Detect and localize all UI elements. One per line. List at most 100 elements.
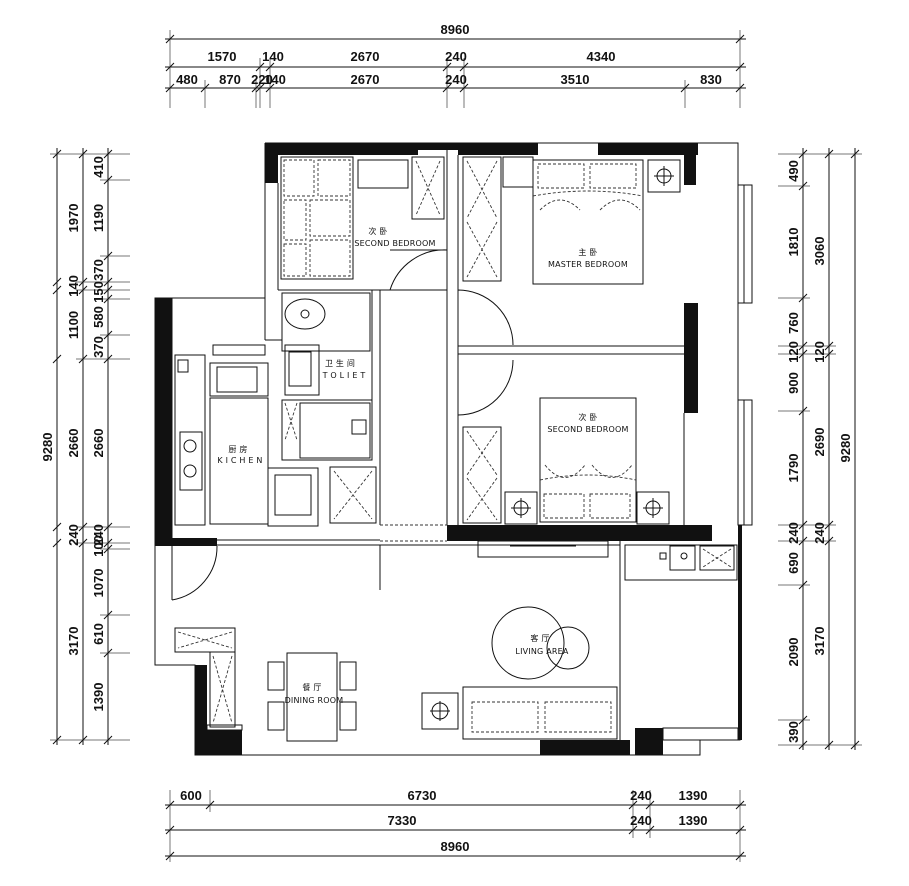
- room-label-dining: 餐 厅 DINING ROOM: [285, 683, 344, 705]
- top-dim: 830: [700, 72, 722, 87]
- bottom-dim: 240: [630, 788, 652, 803]
- right-dim: 690: [786, 552, 801, 574]
- left-dim-row2: 410 1190 370 150 580 370 2660 240 100 10…: [91, 156, 106, 711]
- left-dim: 240: [66, 524, 81, 546]
- right-dim: 3060: [812, 237, 827, 266]
- doors: [171, 249, 514, 601]
- left-dim: 370: [91, 336, 106, 358]
- tv-unit: [477, 540, 609, 558]
- left-dim: 410: [91, 156, 106, 178]
- left-dim: 610: [91, 623, 106, 645]
- left-overall-dim: 9280: [40, 433, 55, 462]
- top-dim: 140: [262, 49, 284, 64]
- kitchen-counters: [174, 344, 377, 527]
- top-dim: 2670: [351, 49, 380, 64]
- right-dim: 900: [786, 372, 801, 394]
- left-dim: 1100: [66, 311, 81, 339]
- left-dim: 1190: [91, 204, 106, 232]
- room-cn: 次 卧: [578, 412, 597, 422]
- top-dim: 220: [251, 72, 273, 87]
- right-dim: 1810: [786, 228, 801, 257]
- room-label-living: 客 厅 LIVING AREA: [515, 633, 568, 656]
- dresser-master: [502, 156, 534, 188]
- left-dimension-lines: [50, 148, 130, 745]
- room-en: DINING ROOM: [285, 696, 344, 705]
- dining-cabinet: [174, 627, 236, 728]
- left-dim: 140: [66, 275, 81, 297]
- bottom-dim: 1390: [679, 813, 708, 828]
- room-en: SECOND BEDROOM: [547, 425, 628, 434]
- top-dim: 4340: [587, 49, 616, 64]
- top-dim: 240: [445, 49, 467, 64]
- right-dim: 3170: [812, 627, 827, 656]
- right-dim: 2090: [786, 638, 801, 667]
- room-en: T O L I E T: [322, 371, 366, 380]
- top-dim: 870: [219, 72, 241, 87]
- right-dim: 2690: [812, 428, 827, 457]
- room-cn: 主 卧: [578, 247, 597, 257]
- right-dim: 390: [786, 721, 801, 743]
- left-dim: 100: [91, 535, 106, 557]
- room-label-second-bedroom-1: 次 卧 SECOND BEDROOM: [354, 226, 435, 248]
- walls: [155, 143, 742, 755]
- top-dim: 1570: [208, 49, 237, 64]
- left-dim: 1070: [91, 569, 106, 598]
- bottom-dim: 600: [180, 788, 202, 803]
- room-en: MASTER BEDROOM: [548, 260, 628, 269]
- top-dimension-lines: [165, 30, 746, 108]
- top-overall-dim: 8960: [441, 22, 470, 37]
- bottom-dim: 6730: [408, 788, 437, 803]
- left-dim: 370: [91, 259, 106, 281]
- room-cn: 厨 房: [228, 444, 247, 454]
- room-label-toilet: 卫 生 间 T O L I E T: [322, 358, 366, 380]
- coffee-tables: [491, 606, 590, 680]
- top-dim-row2: 480 870 220 140 2670 240 3510 830: [176, 72, 722, 87]
- room-en: LIVING AREA: [515, 647, 568, 656]
- right-dim: 240: [786, 522, 801, 544]
- dining-table: [267, 652, 357, 742]
- right-dim-row2: 490 1810 760 120 900 1790 240 690 2090 3…: [786, 160, 801, 743]
- room-label-master-bedroom: 主 卧 MASTER BEDROOM: [548, 247, 628, 269]
- room-label-kitchen: 厨 房 K I C H E N: [217, 444, 262, 465]
- top-dim: 140: [264, 72, 286, 87]
- right-dim: 1790: [786, 454, 801, 483]
- right-dim-row1: 3060 120 2690 240 3170: [812, 237, 827, 656]
- left-dim: 1390: [91, 683, 106, 712]
- bottom-dim-row2: 7330 240 1390: [388, 813, 708, 828]
- room-cn: 餐 厅: [302, 683, 321, 692]
- left-dim: 2660: [66, 429, 81, 458]
- windows: [206, 184, 753, 741]
- left-dim: 580: [91, 306, 106, 328]
- top-dim: 480: [176, 72, 198, 87]
- left-dim: 1970: [66, 204, 81, 233]
- left-dim: 3170: [66, 627, 81, 656]
- bed-master: [532, 159, 644, 285]
- bottom-dim-row1: 600 6730 240 1390: [180, 788, 707, 803]
- bottom-overall-dim: 8960: [441, 839, 470, 854]
- wardrobe-bedroom-2: [462, 426, 502, 524]
- wardrobe-bedroom-1: [280, 156, 354, 280]
- right-dim: 120: [812, 341, 827, 363]
- right-dim: 240: [812, 522, 827, 544]
- right-overall-dim: 9280: [838, 434, 853, 463]
- nightstands-bedroom-2: [504, 491, 670, 525]
- room-en: SECOND BEDROOM: [354, 239, 435, 248]
- right-dim: 120: [786, 341, 801, 363]
- bottom-dim: 7330: [388, 813, 417, 828]
- nightstand-master: [647, 159, 681, 193]
- room-cn: 卫 生 间: [325, 358, 355, 368]
- side-table-living: [421, 692, 459, 730]
- bottom-dim: 1390: [679, 788, 708, 803]
- left-dim: 2660: [91, 429, 106, 458]
- left-dim: 240: [91, 524, 106, 546]
- left-dim-row1: 1970 140 1100 2660 240 3170: [66, 204, 81, 656]
- room-cn: 次 卧: [368, 226, 387, 236]
- interior-walls: [172, 143, 685, 740]
- balcony-fixtures: [624, 544, 738, 581]
- top-dim-row1: 1570 140 2670 240 4340: [208, 49, 616, 64]
- bottom-dim: 240: [630, 813, 652, 828]
- top-dim: 240: [445, 72, 467, 87]
- toilet-fixtures: [281, 292, 373, 461]
- top-dim: 3510: [561, 72, 590, 87]
